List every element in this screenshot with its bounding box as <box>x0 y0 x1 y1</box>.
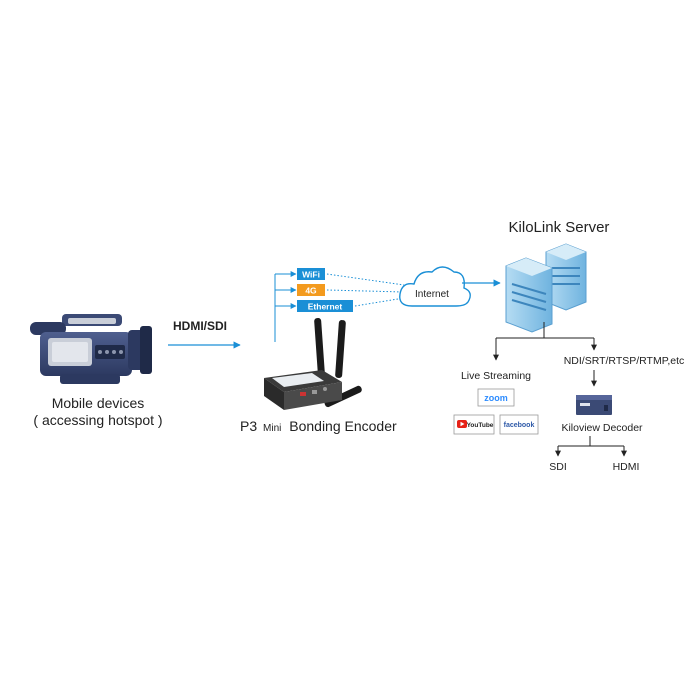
badge-4g: 4G <box>297 284 325 296</box>
badge-4g-label: 4G <box>305 286 317 296</box>
facebook-logo: facebook <box>499 414 539 435</box>
live-streaming-label: Live Streaming <box>461 370 531 382</box>
camera-caption-line1: Mobile devices <box>52 395 145 411</box>
zoom-logo-text: zoom <box>484 393 508 403</box>
youtube-logo: YouTube <box>453 414 495 435</box>
decoder-branch-lines <box>555 436 627 457</box>
cloud-icon <box>399 266 471 307</box>
facebook-logo-text: facebook <box>504 422 535 429</box>
badge-ethernet-label: Ethernet <box>308 302 343 312</box>
protocols-label: NDI/SRT/RTSP/RTMP,etc <box>564 355 685 367</box>
decoder-label: Kiloview Decoder <box>561 422 643 434</box>
server-title: KiloLink Server <box>509 219 610 236</box>
server-icon <box>505 243 587 333</box>
badge-wifi-label: WiFi <box>302 270 320 280</box>
badge-ethernet: Ethernet <box>297 300 353 312</box>
dotted-links <box>326 273 405 307</box>
decoder-device-icon <box>576 395 612 415</box>
decoder-output-hdmi: HDMI <box>613 461 640 473</box>
encoder-name-suffix: Bonding Encoder <box>289 418 397 434</box>
encoder-name: P3 Mini Bonding Encoder <box>240 418 397 434</box>
encoder-name-prefix: P3 <box>240 418 257 434</box>
badge-wifi: WiFi <box>297 268 325 280</box>
camera-caption-line2: ( accessing hotspot ) <box>33 412 162 428</box>
server-branch-lines <box>493 322 597 361</box>
encoder-name-mini: Mini <box>263 423 281 434</box>
encoder-device-icon <box>264 317 362 410</box>
connection-bracket <box>274 271 297 342</box>
zoom-logo: zoom <box>477 388 515 407</box>
youtube-logo-text: YouTube <box>467 422 494 429</box>
camcorder-icon <box>30 314 152 384</box>
decoder-output-sdi: SDI <box>549 461 567 473</box>
cloud-label: Internet <box>415 289 449 300</box>
link-label: HDMI/SDI <box>173 319 227 333</box>
